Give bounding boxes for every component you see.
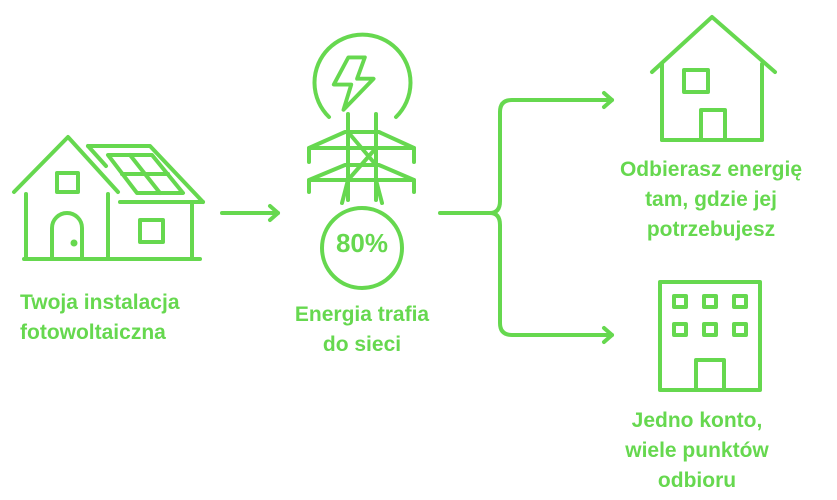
label-line: do sieci — [322, 333, 402, 356]
label-line: tam, gdzie jej — [645, 188, 777, 211]
label-line: Jedno konto, — [631, 409, 763, 432]
office-building-icon — [658, 280, 762, 392]
pv-installation-label: Twoja instalacja fotowoltaiczna — [20, 288, 180, 348]
house-icon — [650, 15, 777, 142]
label-line: potrzebujesz — [646, 218, 776, 241]
home-outcome-label: Odbierasz energię tam, gdzie jej potrzeb… — [600, 155, 822, 245]
house-with-solar-panels-icon — [12, 135, 205, 261]
percent-badge: 80% — [335, 228, 389, 258]
label-line: fotowoltaiczna — [20, 321, 166, 344]
label-line: Energia trafia — [294, 303, 430, 326]
label-line: Odbierasz energię — [619, 158, 803, 181]
label-line: wiele punktów — [625, 439, 769, 462]
label-line: Twoja instalacja — [20, 291, 180, 314]
split-arrows-icon — [438, 91, 614, 344]
building-outcome-label: Jedno konto, wiele punktów odbioru — [597, 406, 797, 496]
grid-label: Energia trafia do sieci — [282, 300, 442, 360]
power-tower-icon — [307, 32, 416, 290]
label-line: odbioru — [657, 469, 737, 492]
arrow-right-icon — [220, 204, 280, 222]
